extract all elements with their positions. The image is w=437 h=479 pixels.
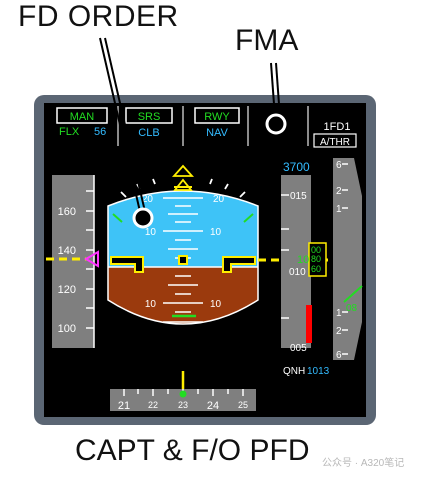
fma-flx-text: FLX — [59, 126, 80, 138]
heading-tick-label: 22 — [148, 400, 158, 410]
watermark-text: 公众号 · A320笔记 — [322, 458, 405, 469]
altitude-target: 3700 — [283, 160, 310, 174]
pitch-label: 10 — [210, 227, 222, 238]
altitude-drum-box — [308, 242, 327, 277]
vsi-scale-label: 1 — [336, 308, 342, 319]
fma-callout-label: FMA — [235, 24, 299, 57]
heading-tick-label: 21 — [118, 400, 130, 412]
fma-fd-status: 1FD1 — [324, 121, 351, 133]
speed-tick-label: 100 — [58, 323, 76, 335]
pitch-label: 10 — [210, 299, 222, 310]
pfd-caption: CAPT & F/O PFD — [75, 434, 310, 467]
fma-nav-text: NAV — [206, 127, 228, 139]
roll-index-triangle — [171, 164, 195, 177]
fma-rwy-box — [194, 107, 240, 124]
speed-tape-ticks — [86, 190, 94, 329]
pitch-label: 10 — [145, 227, 157, 238]
fd-order-callout-label: FD ORDER — [18, 0, 179, 33]
aircraft-symbol — [110, 255, 256, 273]
roll-pointer-triangle — [173, 178, 193, 191]
vsi-scale-label: 2 — [336, 186, 342, 197]
fma-clb-text: CLB — [138, 127, 159, 139]
vsi-needle — [343, 285, 363, 303]
heading-tick-label: 24 — [207, 400, 219, 412]
speed-tick-label: 120 — [58, 284, 76, 296]
pitch-label: 10 — [145, 299, 157, 310]
heading-tape — [110, 389, 256, 411]
speed-tape — [52, 175, 94, 348]
altitude-tick-label: 005 — [290, 343, 307, 354]
speed-tick-label: 160 — [58, 206, 76, 218]
bank-limit-left — [112, 213, 123, 223]
fma-athr-text: A/THR — [320, 137, 350, 148]
vsi-scale-label: 2 — [336, 326, 342, 337]
fma-man-text: MAN — [70, 111, 95, 123]
fma-marker — [265, 113, 287, 135]
heading-ticks — [123, 389, 244, 396]
fma-man-box — [56, 107, 108, 124]
heading-tick-label: 25 — [238, 400, 248, 410]
pitch-label: 20 — [213, 194, 225, 205]
vsi-scale — [333, 158, 362, 360]
altitude-tick-label: 010 — [289, 267, 306, 278]
track-diamond — [179, 390, 187, 398]
fma-athr-box — [313, 133, 357, 148]
vsi-scale-label: 6 — [336, 350, 342, 361]
fd-order-leader-line — [99, 37, 142, 217]
fma-leader-line — [270, 62, 276, 119]
altitude-ticks — [281, 194, 289, 319]
vsi-scale-label: 6 — [336, 160, 342, 171]
altitude-tick-label: 015 — [290, 191, 307, 202]
speed-tick-label: 140 — [58, 245, 76, 257]
altitude-drum-digit: 60 — [311, 264, 321, 274]
altitude-drum-digit: 80 — [311, 254, 321, 264]
fma-separators — [117, 106, 309, 146]
attitude-sky — [108, 191, 258, 267]
vsi-ticks — [342, 163, 348, 355]
altitude-drum-digit: 00 — [311, 245, 321, 255]
speed-target-triangle — [84, 250, 99, 268]
fma-srs-box — [125, 107, 173, 124]
heading-tick-label: 23 — [178, 400, 188, 410]
qnh-label: QNH — [283, 366, 305, 377]
altitude-readout-lower: 10 — [297, 254, 309, 266]
fd-order-marker — [132, 207, 154, 229]
qnh-value: 1013 — [307, 366, 330, 377]
fma-srs-text: SRS — [138, 111, 161, 123]
fma-flx-temp: 56 — [94, 126, 106, 138]
bank-limit-right — [243, 213, 254, 223]
ground-reference-bar — [306, 305, 312, 343]
vsi-scale-label: 1 — [336, 204, 342, 215]
fma-rwy-text: RWY — [204, 111, 230, 123]
pitch-label: 20 — [142, 194, 154, 205]
vsi-value: 08 — [346, 303, 358, 314]
attitude-frame — [107, 190, 259, 325]
